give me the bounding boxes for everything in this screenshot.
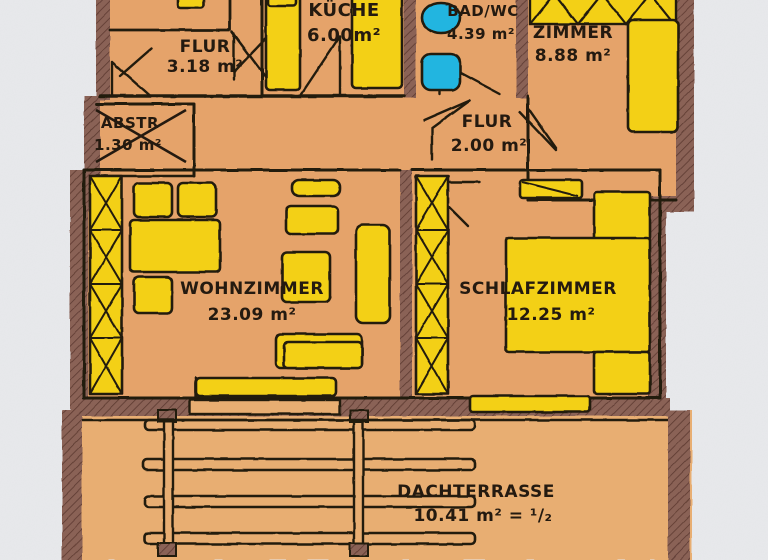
pergola-post-right xyxy=(352,416,365,552)
door-swing-flur2-c xyxy=(430,98,472,162)
partition-flur-top xyxy=(108,0,232,32)
label-flur-2-name: FLUR xyxy=(462,112,513,132)
living-armchair-1 xyxy=(280,250,332,304)
wall-bath-right xyxy=(516,0,528,98)
wall-terrace-right xyxy=(668,410,690,560)
living-sideboard-top xyxy=(290,178,342,198)
bath-tub xyxy=(420,52,462,92)
label-wohnzimmer-area: 23.09 m² xyxy=(208,305,297,325)
wall-center-partition xyxy=(400,170,412,408)
kitchen-hob xyxy=(266,0,298,8)
wall-bath-left xyxy=(404,0,416,98)
label-wohnzimmer-name: WOHNZIMMER xyxy=(180,279,324,299)
bath-fixtures xyxy=(420,1,462,92)
bedroom-nightstand-top xyxy=(592,190,652,242)
pergola-base-right-bottom xyxy=(349,542,369,557)
label-flur-2-area: 2.00 m² xyxy=(451,136,528,156)
door-swing-abstr xyxy=(110,60,152,98)
label-schlafzimmer-name: SCHLAFZIMMER xyxy=(459,279,617,299)
door-swing-flur2-a xyxy=(422,98,472,122)
living-cabinet xyxy=(284,204,340,236)
pergola-beam-3 xyxy=(143,494,477,509)
door-swing-kitchen xyxy=(298,34,342,98)
living-bench xyxy=(194,376,338,398)
label-bad-wc-area: 4.39 m² xyxy=(447,25,515,43)
living-chair-3 xyxy=(132,275,174,315)
living-sofa-seat xyxy=(282,340,364,370)
zimmer-bed xyxy=(626,18,680,134)
bedroom-bed xyxy=(504,236,652,354)
bath-sink xyxy=(420,1,462,35)
label-flur-1-area: 3.18 m² xyxy=(167,57,244,77)
wall-left-top xyxy=(96,0,110,100)
label-zimmer-area: 8.88 m² xyxy=(535,46,612,66)
partition-abstr xyxy=(94,102,196,178)
label-kueche-name: KÜCHE xyxy=(308,0,379,21)
bedroom-bench xyxy=(468,394,592,414)
living-sofa-tall xyxy=(354,223,392,325)
terrace-pergola xyxy=(82,409,668,557)
label-kueche-area: 6.00m² xyxy=(307,25,381,46)
door-line-flur2-b xyxy=(518,110,558,152)
bedroom-nightstand-bottom xyxy=(592,350,652,396)
label-flur-1-name: FLUR xyxy=(180,37,231,57)
wall-terrace-left xyxy=(62,410,82,560)
pergola-beam-2 xyxy=(141,457,477,472)
door-swing-flur-a xyxy=(118,46,154,78)
living-chair-1 xyxy=(132,181,174,219)
abstr-cross-out xyxy=(95,108,187,164)
wall-right-upper xyxy=(676,0,694,206)
furniture-flur-small xyxy=(176,0,206,10)
label-abstr-name: ABSTR xyxy=(101,114,159,132)
terrace-threshold xyxy=(188,398,342,416)
pergola-post-left xyxy=(162,416,175,552)
label-bad-wc-name: BAD/WC xyxy=(447,2,519,20)
pergola-beam-1 xyxy=(143,418,477,432)
door-swing-flur2-b xyxy=(526,106,558,152)
label-zimmer-name: ZIMMER xyxy=(533,23,613,43)
bedroom-desk-diagonal xyxy=(521,181,579,197)
label-dachterrasse-name: DACHTERRASSE xyxy=(397,482,555,502)
label-dachterrasse-area: 10.41 m² = ¹/₂ xyxy=(413,506,552,526)
pergola-beam-4 xyxy=(143,531,477,546)
kitchen-counter-right xyxy=(350,0,404,90)
pergola-base-left-bottom xyxy=(157,542,177,557)
living-chair-2 xyxy=(176,181,218,219)
room-label-group: FLUR 3.18 m² KÜCHE 6.00m² BAD/WC 4.39 m²… xyxy=(94,0,617,526)
kitchen-counter-left xyxy=(264,0,302,92)
living-table xyxy=(128,218,222,274)
label-schlafzimmer-area: 12.25 m² xyxy=(507,305,596,325)
door-line-flur-b xyxy=(232,32,272,74)
